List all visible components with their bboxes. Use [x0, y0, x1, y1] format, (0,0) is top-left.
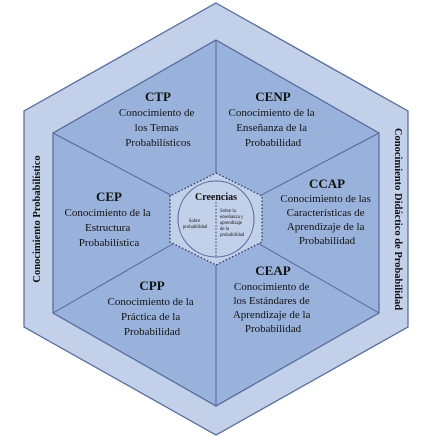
segment-cpp-description: Conocimiento de la Práctica de la Probab…	[108, 296, 197, 338]
segment-ctp-title: CTP	[145, 89, 171, 104]
left-side-label: Conocimiento Probabilístico	[32, 155, 43, 282]
center-right-text: Sobre la enseñanza y aprendizaje de la p…	[220, 209, 245, 238]
segment-cenp-title: CENP	[255, 89, 290, 104]
segment-ccap-description: Conocimiento de las Características de A…	[280, 193, 373, 247]
right-side-label: Conocimiento Didáctico de Probabilidad	[392, 128, 403, 310]
segment-cenp-description: Conocimiento de la Enseñanza de la Proba…	[229, 107, 318, 149]
center-left-text: Sobre probabilidad	[183, 219, 208, 230]
center-title: Creencias	[195, 192, 237, 203]
segment-ccap-title: CCAP	[309, 176, 345, 191]
segment-cep-description: Conocimiento de la Estructura Probabilís…	[65, 207, 154, 249]
segment-ctp-description: Conocimiento de los Temas Probabilístico…	[119, 107, 197, 149]
segment-cep-title: CEP	[96, 189, 122, 204]
segment-ccap: CCAP Conocimiento de las Características…	[280, 176, 373, 247]
segment-cpp: CPP Conocimiento de la Práctica de la Pr…	[108, 278, 197, 338]
segment-ctp: CTP Conocimiento de los Temas Probabilís…	[119, 89, 197, 149]
segment-ceap-description: Conocimiento de los Estándares de Aprend…	[233, 281, 313, 335]
segment-ceap: CEAP Conocimiento de los Estándares de A…	[233, 263, 313, 335]
segment-cep: CEP Conocimiento de la Estructura Probab…	[65, 189, 154, 249]
segment-cpp-title: CPP	[139, 278, 164, 293]
segment-ceap-title: CEAP	[255, 263, 290, 278]
segment-cenp: CENP Conocimiento de la Enseñanza de la …	[229, 89, 318, 149]
